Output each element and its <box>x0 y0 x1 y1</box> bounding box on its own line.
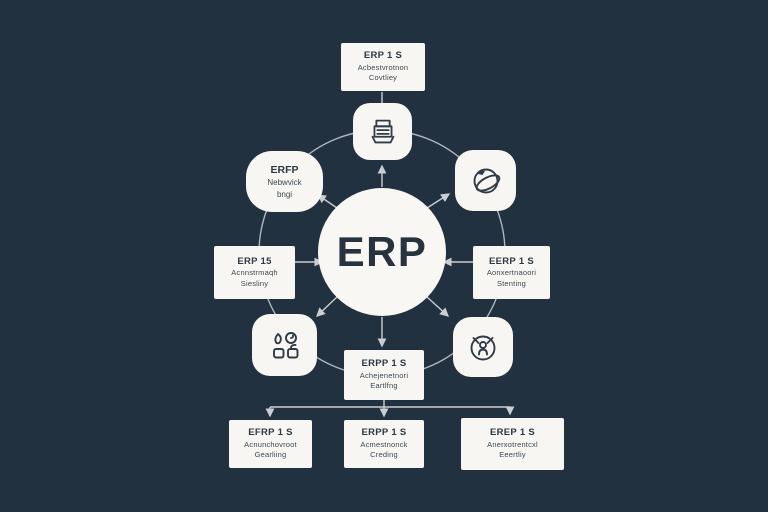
bottom-mid-box-line1: Acmestnonck <box>360 439 408 449</box>
globe-icon <box>473 168 500 193</box>
arrow-southwest <box>316 296 338 317</box>
node-top-icon <box>353 103 412 160</box>
node-bottom-box-line1: Achejenetnori <box>359 370 409 380</box>
node-right-box-line2: Stenting <box>496 278 527 288</box>
node-right-box-title: EERP 1 S <box>489 255 534 267</box>
bottom-mid-box-line2: Creding <box>370 450 398 460</box>
bottom-right-box-title: EREP 1 S <box>490 427 535 439</box>
user-circle-icon <box>470 335 496 361</box>
node-top-box: ERP 1 S Acbestvrotnon Covtliey <box>341 43 425 91</box>
node-left-box-title: ERP 15 <box>237 255 272 267</box>
network-blob-line2: bngi <box>276 189 293 199</box>
node-user-icon <box>453 317 513 377</box>
node-bottom-right-box: EREP 1 S Anerxotrentcxl Eeertliy <box>461 418 564 470</box>
node-top-box-title: ERP 1 S <box>363 50 403 62</box>
bottom-left-box-line1: Acnunchovroot <box>244 439 297 449</box>
arrow-northwest <box>316 194 338 209</box>
node-bottom-box: ERPP 1 S Achejenetnori Eartlfng <box>344 350 424 400</box>
bottom-left-box-line2: Gearliing <box>254 450 287 460</box>
node-inventory-icon <box>252 314 317 376</box>
printer-icon <box>371 119 394 143</box>
node-globe-icon <box>455 150 516 211</box>
node-left-box-line2: Siesliny <box>240 278 269 288</box>
node-top-box-line1: Acbestvrotnon <box>357 62 409 72</box>
erp-hub-label: ERP <box>336 228 428 275</box>
node-right-box: EERP 1 S Aonxertnaoori Stenting <box>473 246 550 299</box>
node-network-blob: ERFP Nebwvick bngi <box>246 151 323 212</box>
bottom-right-box-line1: Anerxotrentcxl <box>487 439 538 449</box>
arrow-northeast <box>426 193 451 209</box>
bottom-right-box-line2: Eeertliy <box>499 450 526 460</box>
node-bottom-box-title: ERPP 1 S <box>361 358 407 370</box>
inventory-icon <box>272 332 298 359</box>
arrow-southeast <box>426 296 450 317</box>
node-bottom-mid-box: ERPP 1 S Acmestnonck Creding <box>344 420 424 468</box>
node-bottom-box-line2: Eartlfng <box>370 381 398 391</box>
node-left-box-line1: Acnnstrmaqh <box>231 268 278 278</box>
bottom-left-box-title: EFRP 1 S <box>248 427 293 439</box>
network-blob-title: ERFP <box>270 164 299 177</box>
network-blob-line1: Nebwvick <box>267 178 302 188</box>
bottom-mid-box-title: ERPP 1 S <box>361 427 407 439</box>
node-right-box-line1: Aonxertnaoori <box>486 268 537 278</box>
erp-hub-circle: ERP <box>318 188 446 316</box>
node-bottom-left-box: EFRP 1 S Acnunchovroot Gearliing <box>229 420 312 468</box>
node-left-box: ERP 15 Acnnstrmaqh Siesliny <box>214 246 295 299</box>
node-top-box-line2: Covtliey <box>368 73 398 83</box>
